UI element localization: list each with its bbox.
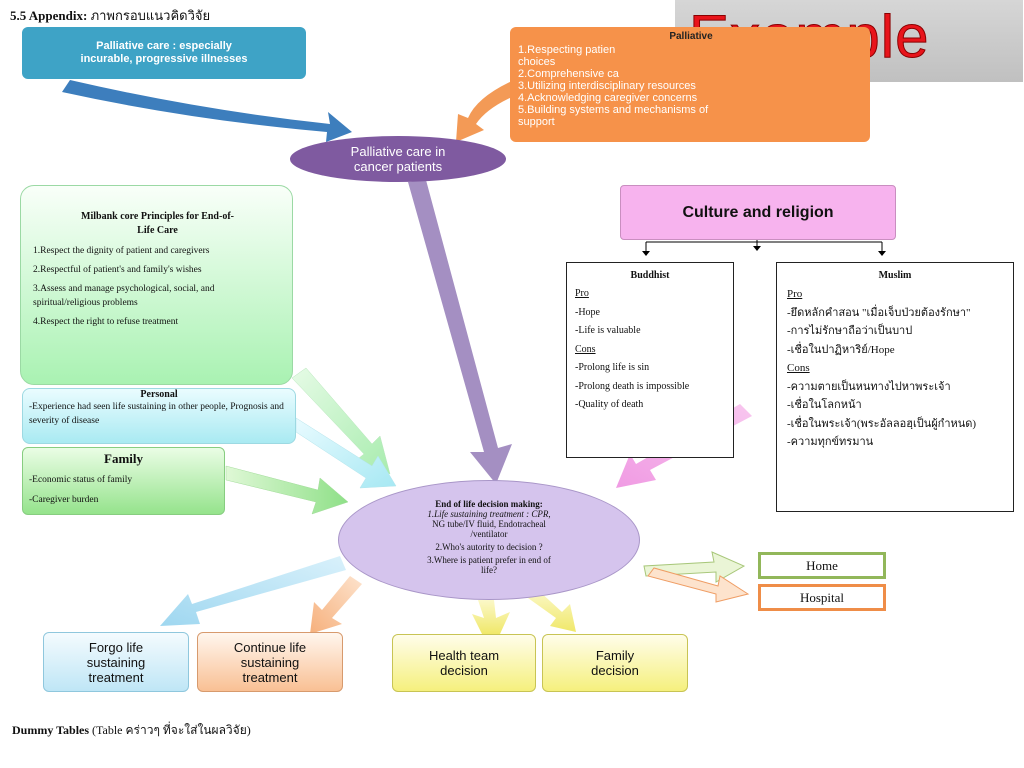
- palliative-principle-item: 3.Utilizing interdisciplinary resources: [518, 80, 696, 92]
- palliative-definition-line1: Palliative care : especially: [96, 40, 232, 52]
- buddhist-title: Buddhist: [630, 270, 670, 281]
- oval-line2: cancer patients: [353, 159, 443, 174]
- family-factors-box: Family -Economic status of family -Careg…: [22, 447, 225, 515]
- palliative-principle-item: 5.Building systems and mechanisms of: [518, 104, 709, 116]
- milbank-title-line2: Life Care: [137, 225, 178, 236]
- decision-title: End of life decision making:: [435, 499, 543, 509]
- place-hospital-box: Hospital: [758, 584, 886, 611]
- milbank-item: 4.Respect the right to refuse treatment: [33, 317, 179, 327]
- arrow-lime-family: [225, 465, 349, 515]
- place-home-box: Home: [758, 552, 886, 579]
- buddhist-con-item: -Quality of death: [575, 399, 644, 410]
- decision-line: 3.Where is patient prefer in end of: [427, 555, 551, 565]
- muslim-cons-label: Cons: [787, 362, 810, 374]
- culture-religion-box: Culture and religion: [620, 185, 896, 240]
- palliative-principle-item: support: [518, 116, 555, 128]
- buddhist-pro-label: Pro: [575, 288, 589, 299]
- palliative-principle-item: 2.Comprehensive ca: [518, 68, 619, 80]
- arrow-purple-down: [408, 180, 512, 484]
- decision-line: life?: [481, 565, 497, 575]
- muslim-box: Muslim Pro -ยึดหลักคำสอน "เมื่อเจ็บป่วยต…: [776, 262, 1014, 512]
- muslim-pro-label: Pro: [787, 288, 803, 300]
- palliative-principle-item: 4.Acknowledging caregiver concerns: [518, 92, 698, 104]
- forgo-treatment-box: Forgo life sustaining treatment: [43, 632, 189, 692]
- personal-text: -Experience had seen life sustaining in …: [29, 402, 284, 426]
- muslim-con-item: -ความตายเป็นหนทางไปหาพระเจ้า: [787, 380, 951, 393]
- end-of-life-decision-oval: End of life decision making: 1.Life sust…: [338, 480, 640, 600]
- personal-title: Personal: [140, 389, 178, 400]
- health-team-line: Health team: [428, 648, 500, 663]
- personal-factors-box: Personal -Experience had seen life susta…: [22, 388, 296, 444]
- muslim-pro-item: -ยึดหลักคำสอน "เมื่อเจ็บป่วยต้องรักษา": [787, 306, 971, 319]
- health-team-line: decision: [440, 663, 488, 678]
- palliative-definition-box: Palliative care : especially incurable, …: [22, 27, 306, 79]
- milbank-item: 1.Respect the dignity of patient and car…: [33, 246, 210, 256]
- decision-line: 1.Life sustaining treatment : CPR,: [427, 509, 551, 519]
- dummy-tables-title: Dummy Tables: [12, 723, 90, 737]
- arrow-peach-continue: [310, 576, 362, 634]
- arrow-blue-to-oval: [62, 80, 352, 142]
- culture-connectors: [642, 240, 886, 256]
- continue-line: sustaining: [240, 654, 300, 670]
- heading-text: ภาพกรอบแนวคิดวิจัย: [90, 8, 211, 23]
- muslim-pro-item: -เชื่อในปาฏิหาริย์/Hope: [787, 343, 895, 356]
- continue-treatment-box: Continue life sustaining treatment: [197, 632, 343, 692]
- palliative-principle-item: choices: [518, 56, 556, 68]
- buddhist-con-item: -Prolong death is impossible: [575, 380, 690, 392]
- forgo-line: sustaining: [86, 654, 146, 670]
- health-team-decision-box: Health team decision: [392, 634, 536, 692]
- muslim-pro-item: -การไม่รักษาถือว่าเป็นบาป: [787, 325, 913, 337]
- buddhist-box: Buddhist Pro -Hope -Life is valuable Con…: [566, 262, 734, 458]
- arrow-cyan-personal: [295, 417, 397, 489]
- muslim-con-item: -ความทุกข์ทรมาน: [787, 436, 874, 448]
- milbank-item: 3.Assess and manage psychological, socia…: [33, 284, 215, 308]
- dummy-tables-note: (Table คร่าวๆ ที่จะใส่ในผลวิจัย): [89, 723, 251, 737]
- palliative-principle-item: 1.Respecting patien: [518, 44, 616, 56]
- arrow-yellow-health: [472, 600, 510, 634]
- family-item: -Caregiver burden: [29, 495, 99, 505]
- muslim-con-item: -เชื่อในพระเจ้า(พระอัลลอฮฺเป็นผู้กำหนด): [787, 417, 977, 430]
- buddhist-con-item: -Prolong life is sin: [575, 362, 650, 373]
- buddhist-pro-item: -Hope: [575, 306, 600, 318]
- heading-number: 5.5 Appendix:: [10, 8, 88, 23]
- decision-line: NG tube/IV fluid, Endotracheal: [432, 519, 546, 529]
- family-decision-line: decision: [591, 663, 639, 678]
- arrow-orange-hospital: [647, 567, 750, 603]
- continue-line: treatment: [242, 669, 298, 685]
- milbank-title-line1: Milbank core Principles for End-of-: [81, 211, 234, 222]
- forgo-line: Forgo life: [88, 639, 144, 655]
- buddhist-pro-item: -Life is valuable: [575, 325, 641, 336]
- family-title: Family: [104, 451, 143, 466]
- arrow-green-home: [643, 551, 746, 583]
- page-heading: 5.5 Appendix: ภาพกรอบแนวคิดวิจัย: [10, 5, 210, 26]
- palliative-cancer-oval: Palliative care in cancer patients: [290, 136, 506, 182]
- family-decision-line: Family: [595, 648, 635, 663]
- decision-line: /ventilator: [470, 529, 508, 539]
- milbank-title: Milbank core Principles for End-of- Life…: [33, 210, 282, 238]
- dummy-tables-caption: Dummy Tables (Table คร่าวๆ ที่จะใส่ในผลว…: [12, 721, 251, 740]
- family-item: -Economic status of family: [29, 475, 133, 485]
- milbank-item: 2.Respectful of patient's and family's w…: [33, 265, 202, 275]
- buddhist-cons-label: Cons: [575, 343, 596, 355]
- palliative-principles-title: Palliative: [669, 31, 713, 42]
- milbank-principles-box: Milbank core Principles for End-of- Life…: [20, 185, 293, 385]
- forgo-line: treatment: [88, 669, 144, 685]
- arrow-sky-forgo: [160, 556, 346, 626]
- muslim-title: Muslim: [878, 270, 912, 281]
- continue-line: Continue life: [233, 639, 307, 655]
- arrow-green-milbank: [291, 367, 391, 475]
- muslim-con-item: -เชื่อในโลกหน้า: [787, 399, 862, 411]
- decision-line: 2.Who's autority to decision ?: [435, 542, 543, 552]
- family-decision-box: Family decision: [542, 634, 688, 692]
- oval-line1: Palliative care in: [350, 144, 446, 159]
- palliative-definition-line2: incurable, progressive illnesses: [80, 53, 248, 65]
- palliative-principles-box: Palliative 1.Respecting patien choices 2…: [510, 27, 870, 142]
